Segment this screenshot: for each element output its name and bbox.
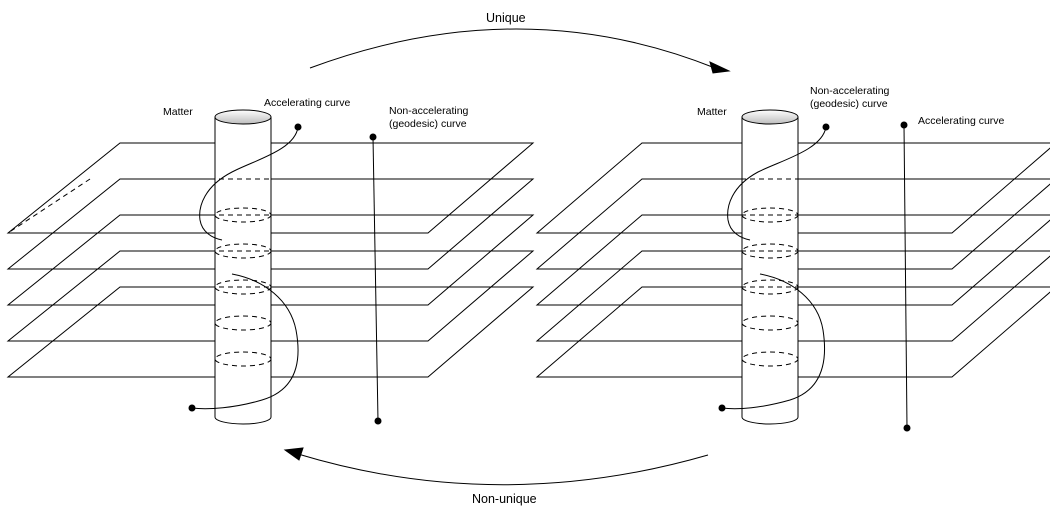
left-slice-plane-1: [6, 142, 535, 234]
right-slice-plane-1: [535, 142, 1050, 234]
left-hidden-plane-edges: [7, 178, 533, 367]
left-slice-plane-5: [6, 286, 535, 378]
left-matter-cylinder: [215, 117, 271, 417]
left-slice-plane-3: [6, 214, 535, 306]
left-geodesic-label-line2: (geodesic) curve: [389, 118, 467, 130]
right-slice-plane-4: [535, 250, 1050, 342]
right-slice-plane-3: [535, 214, 1050, 306]
right-accelerating-curve: [900, 121, 911, 432]
right-matter-label: Matter: [697, 106, 727, 118]
left-matter-label: Matter: [163, 106, 193, 118]
left-accelerating-label: Accelerating curve: [264, 97, 351, 109]
right-accelerating-label: Accelerating curve: [918, 115, 1005, 127]
left-slice-planes: [6, 142, 535, 378]
unique-label: Unique: [486, 11, 526, 25]
left-spacetime-panel: [6, 109, 535, 425]
left-geodesic-label-line1: Non-accelerating: [389, 105, 469, 117]
right-matter-cap: [741, 109, 799, 125]
left-accelerating-curve: [188, 123, 302, 412]
left-geodesic-curve: [369, 133, 382, 425]
right-geodesic-label-line2: (geodesic) curve: [810, 98, 888, 110]
left-slice-plane-4: [6, 250, 535, 342]
right-slice-plane-5: [535, 286, 1050, 378]
unique-arrow: [309, 28, 731, 74]
left-matter-cap: [214, 109, 272, 125]
right-spacetime-panel: [535, 109, 1050, 432]
right-geodesic-label-line1: Non-accelerating: [810, 85, 890, 97]
left-slice-plane-2: [6, 178, 535, 270]
non-unique-arrow: [283, 447, 709, 486]
right-hidden-plane-edges: [642, 178, 1050, 367]
right-slice-planes: [535, 142, 1050, 378]
right-slice-plane-2: [535, 178, 1050, 270]
right-geodesic-curve: [718, 123, 830, 412]
non-unique-label: Non-unique: [472, 492, 537, 506]
right-matter-cylinder: [742, 117, 798, 417]
